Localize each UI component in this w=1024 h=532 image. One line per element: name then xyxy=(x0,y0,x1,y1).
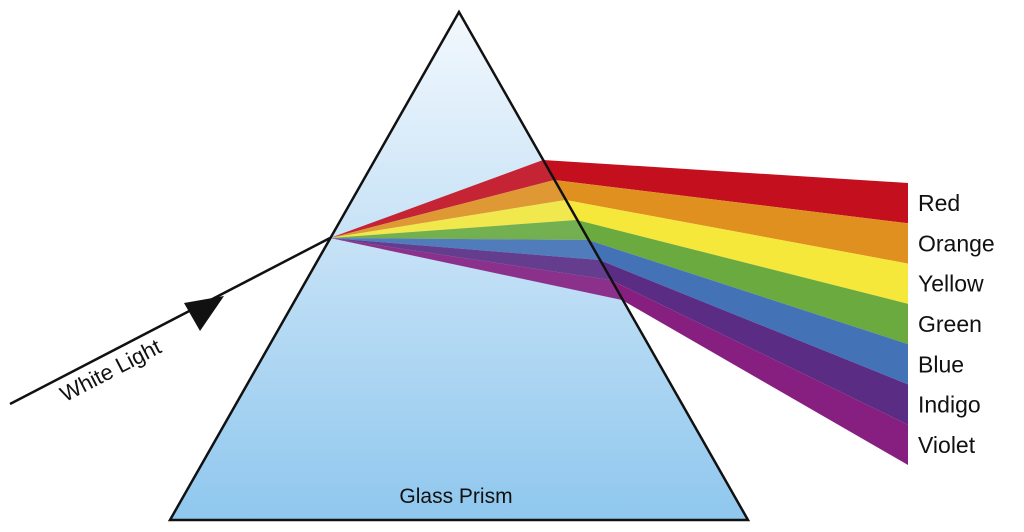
band-label-orange: Orange xyxy=(918,230,995,256)
band-red xyxy=(543,160,908,224)
band-orange xyxy=(554,180,908,264)
glass-prism xyxy=(170,12,748,520)
band-label-red: Red xyxy=(918,190,960,216)
band-violet xyxy=(610,280,908,465)
prism-outline xyxy=(167,9,751,522)
ray-arrowhead-icon xyxy=(184,296,224,331)
inner-band-orange xyxy=(330,180,566,238)
outer-spectrum xyxy=(543,160,908,465)
inner-band-green xyxy=(330,220,589,240)
band-indigo xyxy=(599,260,908,425)
band-label-blue: Blue xyxy=(918,351,964,377)
band-label-indigo: Indigo xyxy=(918,392,981,418)
inner-band-red xyxy=(330,160,555,238)
band-blue xyxy=(588,240,908,385)
inner-band-violet xyxy=(330,238,622,300)
glass-prism-label: Glass Prism xyxy=(399,485,512,508)
band-green xyxy=(576,220,908,345)
band-label-yellow: Yellow xyxy=(918,271,984,297)
inner-spectrum-fan xyxy=(330,160,622,300)
inner-band-yellow xyxy=(330,200,577,238)
white-light-ray xyxy=(9,236,331,406)
band-label-violet: Violet xyxy=(918,432,976,458)
band-label-green: Green xyxy=(918,311,982,337)
band-yellow xyxy=(565,200,908,304)
